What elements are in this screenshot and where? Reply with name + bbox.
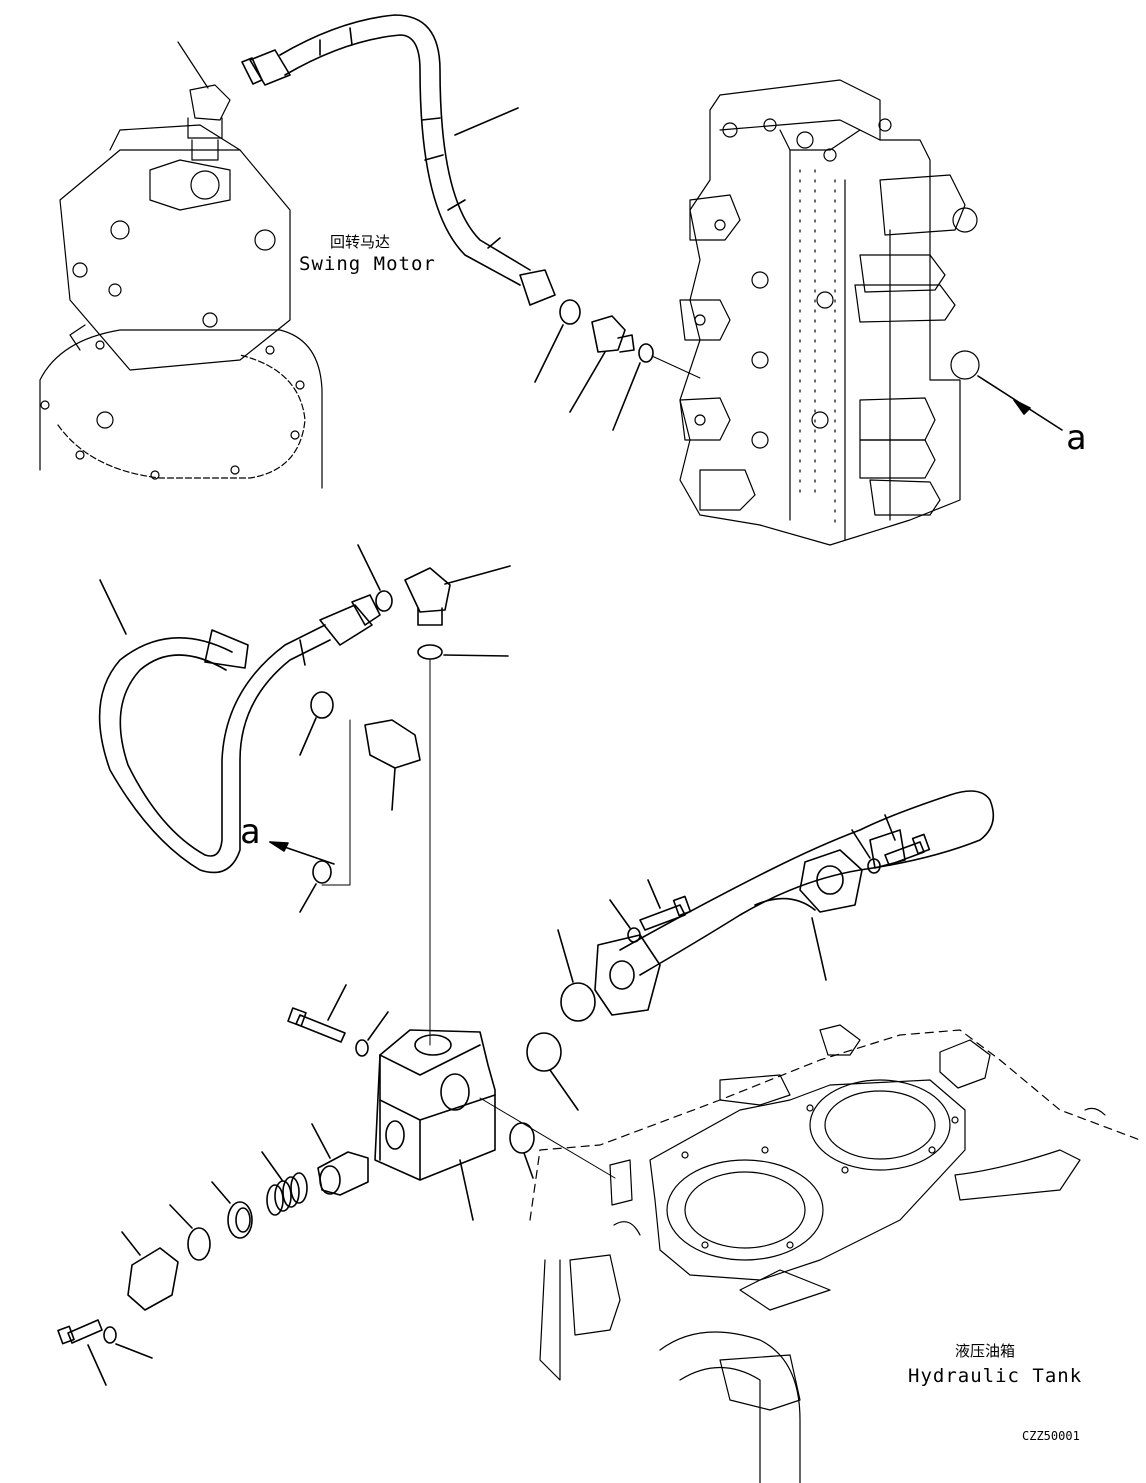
swing-motor-label-cn: 回转马达 [330,233,391,251]
bolt-pipe-1 [639,879,692,931]
o-ring-flange-2 [526,1032,579,1111]
view-label-a-left: a [240,812,261,852]
o-ring-top [534,299,581,383]
washer-pipe-1 [609,899,641,943]
spring [261,1151,308,1216]
o-ring-mid-4 [299,860,332,913]
cover-plate [121,1231,179,1311]
elbow-fitting-mid [404,565,511,626]
washer-cover [103,1326,153,1359]
suction-pipe [594,790,995,1016]
adapter-top [569,315,635,413]
bolt-pipe-2 [884,814,931,866]
view-label-a-top: a [1066,418,1087,458]
view-arrow-a-left [269,841,335,865]
o-ring-mid-3 [299,691,334,756]
valve-block [374,1029,496,1221]
hydraulic-tank-label-en: Hydraulic Tank [908,1365,1083,1387]
drawing-code: CZZ50001 [1022,1429,1080,1443]
o-ring-cover [169,1204,211,1261]
tee-fitting [364,719,421,811]
bolt-cover [57,1319,107,1386]
o-ring-flange-3 [509,1122,535,1179]
hydraulic-tank [529,1024,1141,1483]
swing-motor [39,41,323,489]
retainer-ring [211,1181,253,1239]
washer-block [355,1011,389,1057]
check-valve-poppet [311,1123,369,1196]
hydraulic-tank-label-cn: 液压油箱 [955,1342,1016,1360]
washer-pipe-2 [851,829,881,874]
o-ring-top-2 [612,343,654,431]
o-ring-mid-2 [417,644,509,660]
view-arrow-a-top [977,375,1063,431]
swing-motor-label-en: Swing Motor [299,253,436,275]
hose-swing-upper [241,14,556,306]
control-valve [679,79,980,546]
o-ring-mid-1 [357,544,393,612]
bolt-block [287,984,347,1043]
hose-swing-lower [98,579,381,874]
o-ring-flange-1 [557,929,596,1022]
